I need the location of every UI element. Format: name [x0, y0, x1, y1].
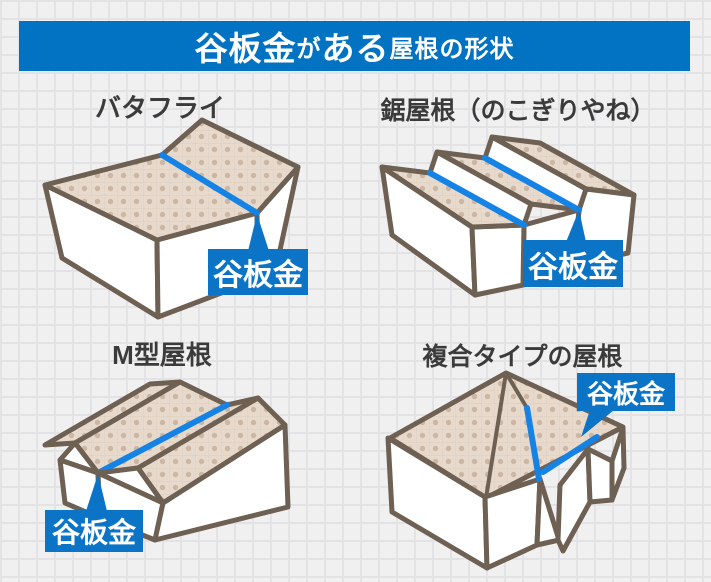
header-segment-particle-ga: が	[296, 35, 322, 63]
sawtooth-valley-flashing-line-2	[482, 155, 582, 213]
valley-flashing-label-butterfly: 谷板金	[208, 249, 308, 295]
butterfly-valley-flashing-line	[159, 152, 260, 216]
figure-title-complex: 複合タイプの屋根	[422, 343, 623, 371]
m-type-roof-illustration	[42, 379, 291, 543]
valley-flashing-label-complex: 谷板金	[577, 373, 675, 411]
header-segment-aru: ある	[321, 30, 390, 67]
figure-title-butterfly: バタフライ	[94, 93, 225, 123]
sawtooth-front-wall	[469, 222, 527, 298]
complex-callout-pointer	[581, 410, 614, 437]
complex-hip-edge-front	[484, 371, 508, 500]
mtype-callout-pointer	[86, 474, 107, 511]
complex-valley-flashing-line-1	[524, 405, 542, 482]
complex-wing-right-wall	[585, 446, 615, 505]
complex-front-wall	[482, 476, 543, 571]
sawtooth-roof-illustration	[379, 134, 637, 298]
complex-right-back-wall	[609, 425, 627, 503]
figure-title-sawtooth: 鋸屋根（のこぎりやね）	[380, 97, 656, 125]
header-segment-valley-flashing: 谷板金	[194, 30, 297, 67]
mtype-valley-flashing-line	[95, 402, 230, 476]
complex-wing-front-wall	[555, 446, 593, 554]
valley-flashing-label-m-type: 谷板金	[45, 510, 143, 552]
complex-wing-gable-end	[534, 476, 562, 548]
complex-hip-edge-right	[504, 371, 529, 410]
complex-valley-flashing-line-2	[540, 434, 600, 475]
figure-title-m-type: M型屋根	[112, 340, 212, 370]
header-segment-roof-shapes: 屋根の形状	[389, 35, 515, 63]
sawtooth-callout-pointer	[566, 210, 586, 242]
header-banner: 谷板金がある屋根の形状	[19, 21, 690, 71]
complex-roof-illustration	[385, 370, 627, 571]
mtype-front-right-wall	[152, 422, 291, 543]
butterfly-callout-pointer	[248, 214, 269, 251]
valley-flashing-label-sawtooth: 谷板金	[523, 240, 623, 287]
sawtooth-valley-flashing-line-1	[427, 170, 527, 228]
